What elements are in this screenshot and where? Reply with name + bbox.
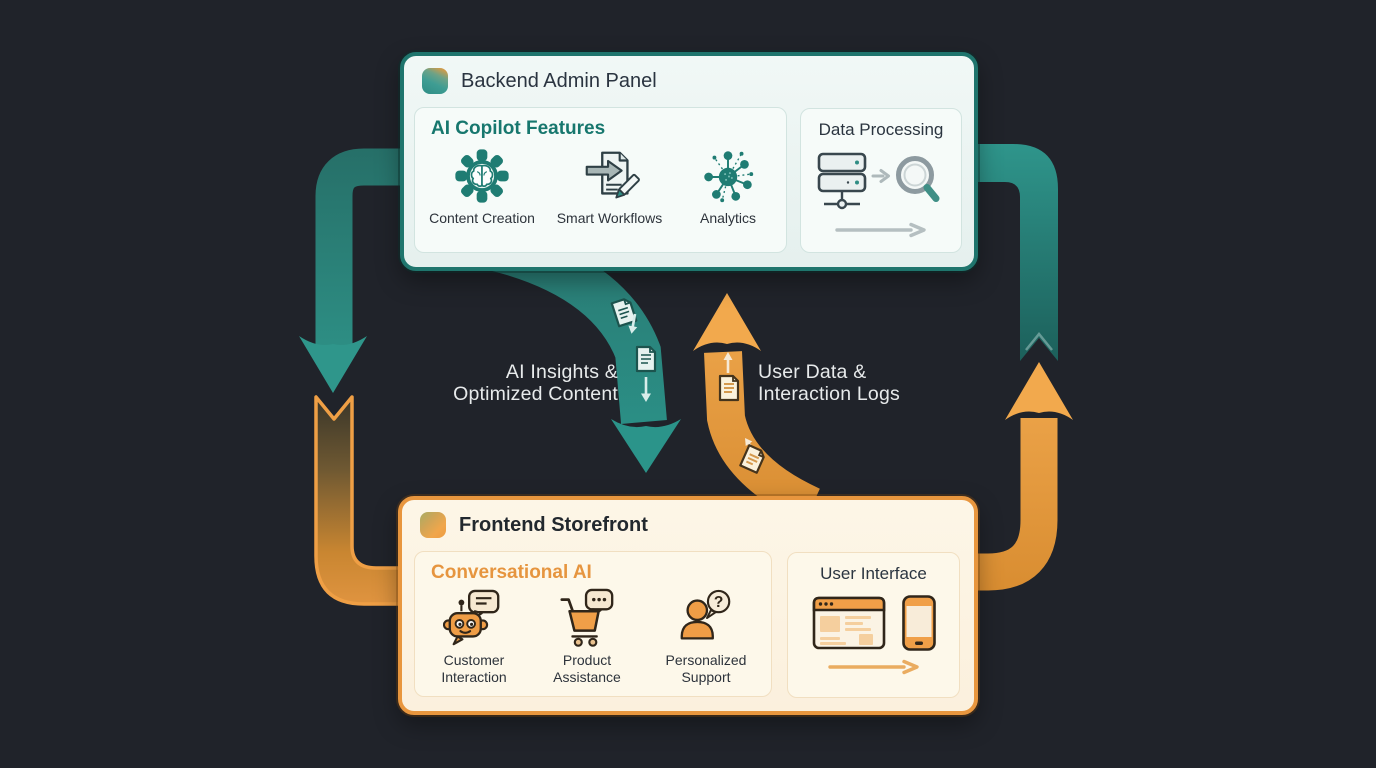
ai-copilot-features-card: AI Copilot Features [414, 107, 787, 253]
document-icon [635, 345, 657, 373]
user-data-label: User Data & Interaction Logs [758, 361, 968, 405]
feature-content-creation: Content Creation [421, 144, 543, 227]
feature-label: Personalized Support [665, 652, 747, 685]
data-processing-graphic [817, 152, 940, 210]
feature-row: Customer Interaction [415, 584, 771, 685]
network-nodes-icon [704, 151, 754, 203]
card-heading: AI Copilot Features [431, 118, 606, 139]
backend-to-frontend-left-arrow [299, 148, 406, 393]
conversational-ai-card: Conversational AI [414, 551, 772, 697]
magnifier-icon [896, 156, 940, 202]
frontend-to-backend-right-arrow [975, 362, 1073, 591]
panel-title: Backend Admin Panel [461, 69, 657, 92]
arrow-right-icon [827, 659, 919, 675]
ai-insights-label-line2: Optimized Content [453, 382, 618, 405]
user-data-label-line1: User Data & [758, 361, 867, 383]
data-processing-card: Data Processing [800, 108, 962, 253]
arrow-right-icon [835, 222, 926, 238]
ai-insights-label: AI Insights & Optimized Content [420, 361, 618, 405]
document-icon [739, 444, 765, 474]
panel-header: Frontend Storefront [420, 512, 648, 538]
frontend-app-icon [420, 512, 446, 538]
panel-title: Frontend Storefront [459, 513, 648, 536]
shopping-cart-chat-icon [560, 588, 614, 647]
ai-insights-label-line1: AI Insights & [505, 361, 618, 383]
user-interface-card: User Interface [787, 552, 960, 698]
backend-app-icon [422, 68, 448, 94]
document-icon [718, 374, 740, 402]
feature-label: Content Creation [429, 210, 535, 226]
frontend-storefront-panel: Frontend Storefront Conversational AI [398, 496, 978, 715]
backend-admin-panel: Backend Admin Panel AI Copilot Features [400, 52, 978, 271]
ai-insights-down-arrow [463, 219, 681, 473]
person-question-icon: ? [680, 589, 731, 640]
feature-row: Content Creation Smart Workflows [415, 140, 786, 227]
card-heading: User Interface [820, 564, 927, 583]
gear-brain-icon [455, 149, 509, 203]
feature-product-assistance: Product Assistance [531, 588, 643, 685]
browser-window-icon [812, 596, 885, 650]
document-icon [610, 298, 638, 328]
user-data-label-line2: Interaction Logs [758, 382, 900, 405]
server-stack-icon [817, 152, 867, 210]
feature-analytics: Analytics [676, 144, 780, 227]
feature-label: Analytics [699, 210, 757, 226]
question-mark: ? [714, 594, 723, 611]
feature-label: Smart Workflows [556, 210, 663, 226]
panel-header: Backend Admin Panel [422, 68, 657, 94]
card-heading: Conversational AI [431, 562, 592, 583]
card-heading: Data Processing [818, 120, 944, 139]
mini-arrow-icon [641, 377, 651, 402]
document-arrow-pencil-icon [585, 151, 640, 199]
feature-label: Customer Interaction [441, 652, 507, 685]
feature-customer-interaction: Customer Interaction [421, 588, 527, 685]
mini-arrow-icon [723, 352, 733, 373]
mini-arrow-icon [628, 313, 638, 334]
chatbot-icon [443, 589, 500, 646]
backend-right-ribbon [975, 144, 1058, 361]
feature-personalized-support: ? Personalized Support [647, 588, 765, 685]
feature-smart-workflows: Smart Workflows [547, 144, 673, 227]
smartphone-icon [901, 595, 936, 651]
flow-arrow-icon [871, 169, 890, 183]
frontend-left-arrow-tail [314, 395, 408, 606]
feature-label: Product Assistance [553, 652, 621, 685]
